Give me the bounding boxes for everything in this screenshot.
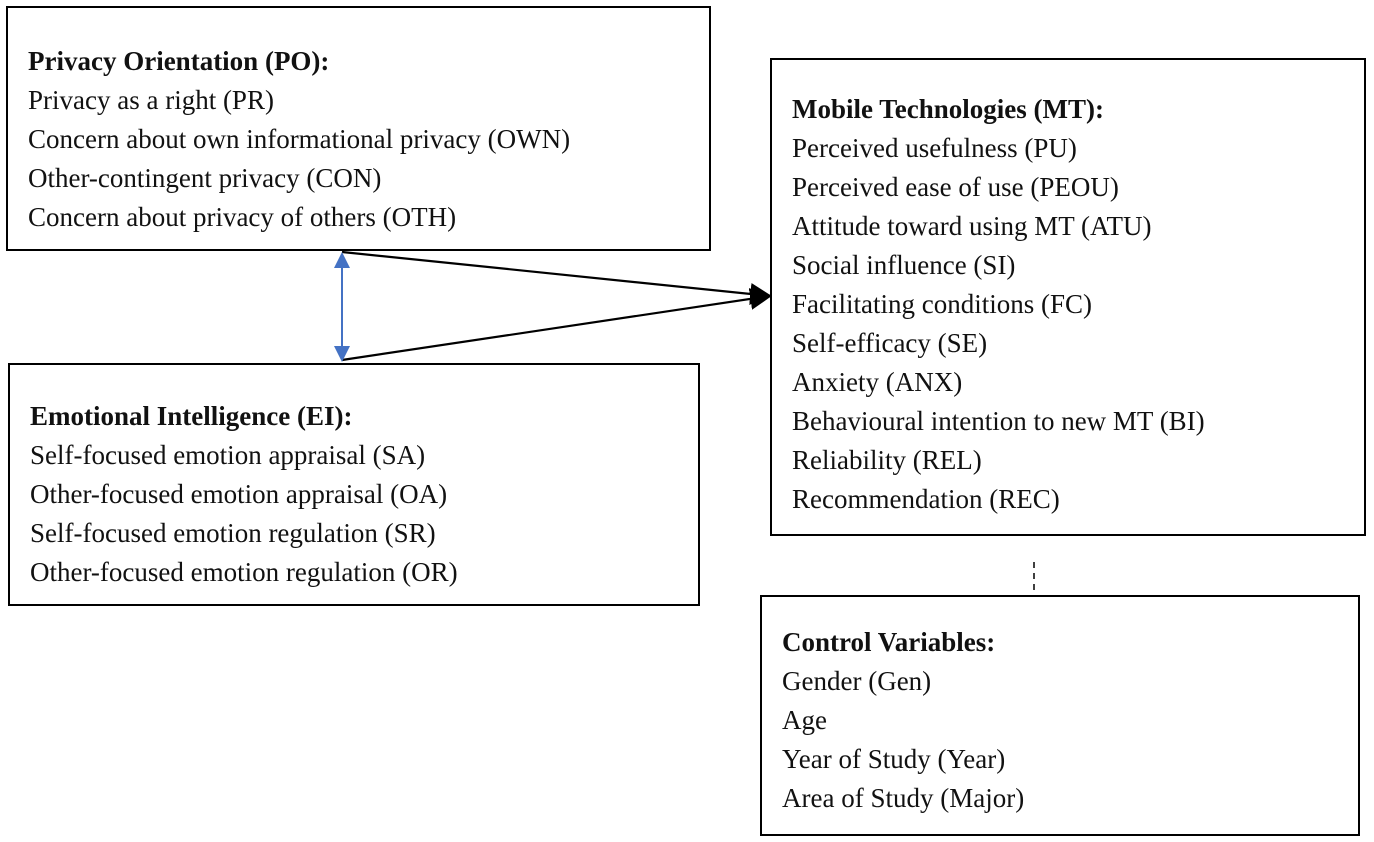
mobile-technologies-item: Perceived ease of use (PEOU) xyxy=(792,172,1119,202)
control-variables-item: Year of Study (Year) xyxy=(782,744,1006,774)
control-variables-box: Control Variables: Gender (Gen) Age Year… xyxy=(760,595,1360,836)
privacy-orientation-item: Concern about privacy of others (OTH) xyxy=(28,202,457,232)
privacy-orientation-item: Concern about own informational privacy … xyxy=(28,124,571,154)
control-variables-item: Area of Study (Major) xyxy=(782,783,1025,813)
control-variables-title: Control Variables: xyxy=(782,627,996,657)
mobile-technologies-item: Recommendation (REC) xyxy=(792,484,1060,514)
emotional-intelligence-box: Emotional Intelligence (EI): Self-focuse… xyxy=(8,363,700,606)
arrow-ei-to-mt xyxy=(341,288,773,362)
mobile-technologies-box: Mobile Technologies (MT): Perceived usef… xyxy=(770,58,1366,536)
control-variables-item: Gender (Gen) xyxy=(782,666,932,696)
mobile-technologies-item: Perceived usefulness (PU) xyxy=(792,133,1077,163)
mobile-technologies-item: Reliability (REL) xyxy=(792,445,982,475)
mobile-technologies-item: Self-efficacy (SE) xyxy=(792,328,988,358)
mobile-technologies-item: Anxiety (ANX) xyxy=(792,367,963,397)
arrow-po-to-mt xyxy=(341,250,773,305)
mobile-technologies-item: Attitude toward using MT (ATU) xyxy=(792,211,1152,241)
mobile-technologies-item: Facilitating conditions (FC) xyxy=(792,289,1092,319)
mobile-technologies-item: Social influence (SI) xyxy=(792,250,1016,280)
privacy-orientation-title: Privacy Orientation (PO): xyxy=(28,46,330,76)
emotional-intelligence-item: Self-focused emotion regulation (SR) xyxy=(30,518,436,548)
emotional-intelligence-item: Other-focused emotion appraisal (OA) xyxy=(30,479,448,509)
privacy-orientation-box: Privacy Orientation (PO): Privacy as a r… xyxy=(6,6,711,251)
privacy-orientation-item: Privacy as a right (PR) xyxy=(28,85,274,115)
mobile-technologies-title: Mobile Technologies (MT): xyxy=(792,94,1104,124)
emotional-intelligence-title: Emotional Intelligence (EI): xyxy=(30,401,353,431)
emotional-intelligence-item: Other-focused emotion regulation (OR) xyxy=(30,557,458,587)
emotional-intelligence-item: Self-focused emotion appraisal (SA) xyxy=(30,440,426,470)
privacy-orientation-item: Other-contingent privacy (CON) xyxy=(28,163,382,193)
control-variables-item: Age xyxy=(782,705,827,735)
mobile-technologies-item: Behavioural intention to new MT (BI) xyxy=(792,406,1205,436)
